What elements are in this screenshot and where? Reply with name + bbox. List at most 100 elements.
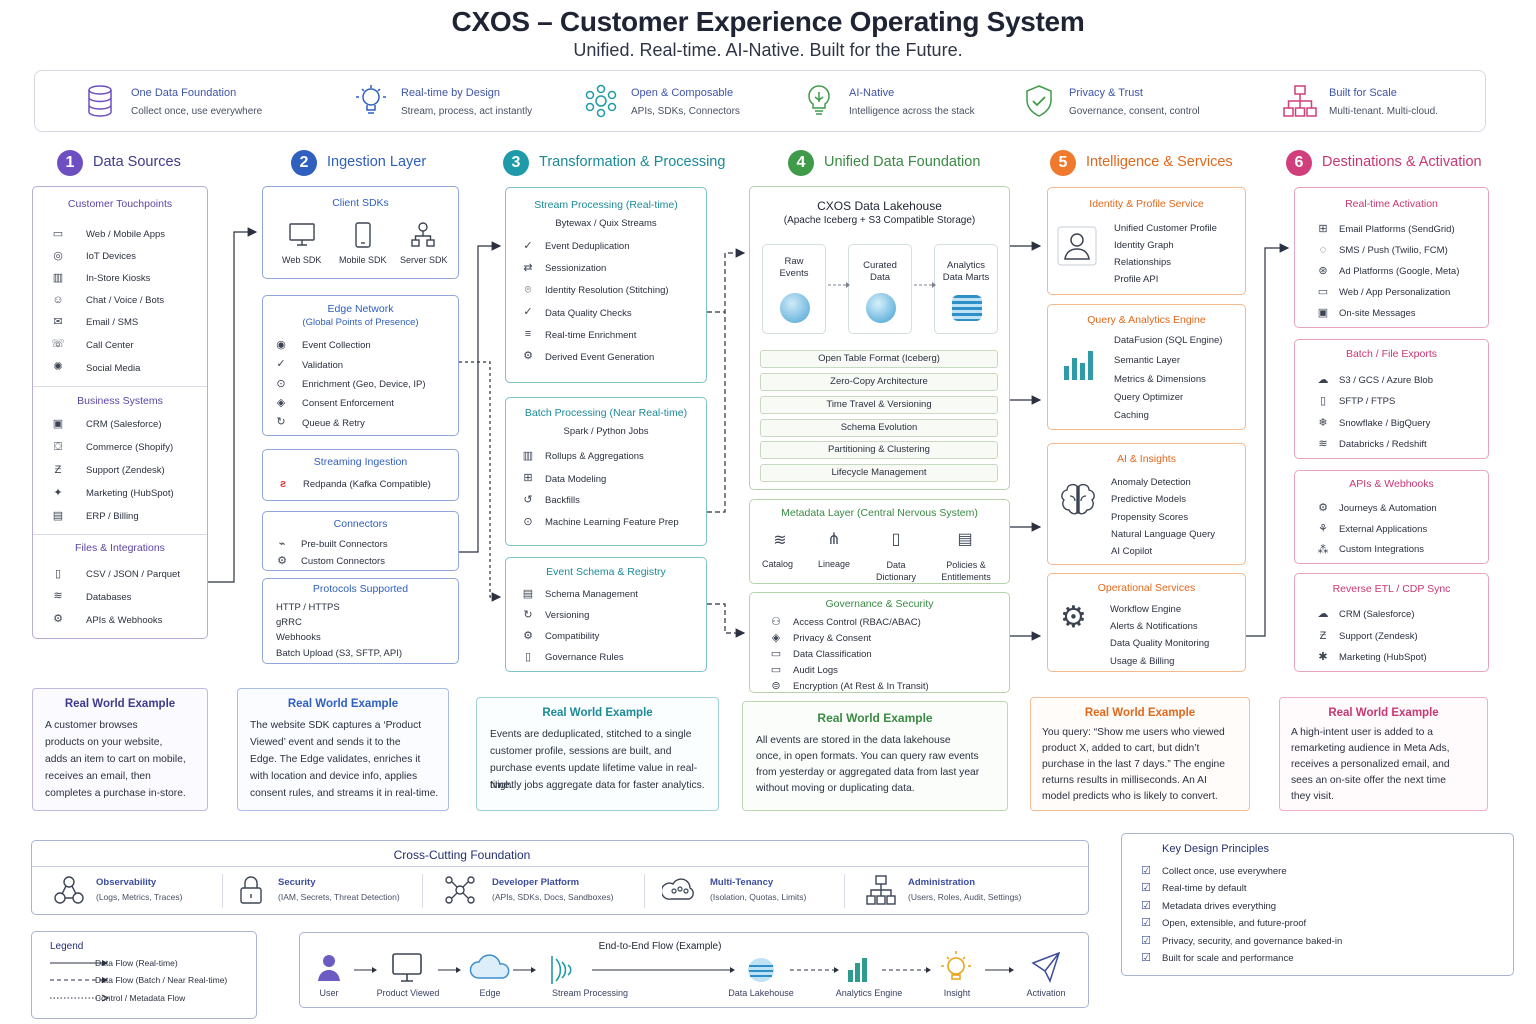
web-sdk-icon (289, 223, 315, 246)
flow-step-label: Stream Processing (551, 988, 629, 998)
schema-item: Compatibility (545, 631, 600, 642)
location-pin-icon: ⊙ (276, 378, 286, 390)
query-item: Metrics & Dimensions (1114, 374, 1206, 385)
business-systems-title: Business Systems (77, 395, 163, 407)
brain-icon (1061, 483, 1095, 515)
pillar-title: AI-Native (849, 87, 895, 99)
lakehouse-feature: Open Table Format (Iceberg) (760, 350, 998, 368)
user-profile-icon (1057, 226, 1097, 266)
gear-icon: ⚙ (1060, 601, 1087, 634)
commerce-icon: ⛋ (53, 441, 63, 453)
ops-item: Usage & Billing (1110, 656, 1175, 667)
padlock-icon (240, 876, 262, 904)
sftp-icon: ▯ (1319, 395, 1327, 407)
collect-icon: ◉ (276, 339, 286, 351)
example-card-destinations: Real World Example A high-intent user is… (1279, 697, 1488, 811)
destination-item: SFTP / FTPS (1339, 396, 1396, 407)
streaming-ingestion-title: Streaming Ingestion (313, 456, 408, 468)
query-item: Query Optimizer (1114, 392, 1184, 403)
source-item: IoT Devices (86, 251, 136, 262)
source-item: Web / Mobile Apps (86, 229, 166, 240)
ai-item: Predictive Models (1111, 494, 1186, 505)
pillar-title: Real-time by Design (401, 87, 501, 99)
realtime-activation-box: Real-time Activation ⊞ Email Platforms (… (1294, 187, 1489, 328)
source-item: Chat / Voice / Bots (86, 295, 165, 306)
ai-insights-box: AI & Insights Anomaly Detection Predicti… (1047, 443, 1246, 565)
metadata-item: Policies & Entitlements (941, 560, 991, 582)
schema-item: Governance Rules (545, 652, 624, 663)
example-title: Real World Example (1328, 707, 1439, 719)
governance-item: Data Classification (793, 649, 872, 660)
schema-icon: ▤ (522, 588, 534, 600)
destination-item: Snowflake / BigQuery (1339, 418, 1431, 429)
example-line: customer profile, sessions are built, an… (490, 746, 672, 757)
source-item: In-Store Kiosks (86, 273, 151, 284)
destination-item: S3 / GCS / Azure Blob (1339, 375, 1433, 386)
shield-icon: ◈ (276, 397, 286, 409)
org-chart-icon (1283, 85, 1317, 117)
envelope-icon: ✉ (53, 316, 63, 328)
analytics-bars-icon (848, 958, 867, 982)
identity-item: Unified Customer Profile (1114, 223, 1217, 234)
ai-item: Anomaly Detection (1111, 477, 1191, 488)
arrow-batch-to-lakehouse (707, 312, 726, 513)
stream-wave-icon (551, 956, 572, 984)
lakehouse-title: CXOS Data Lakehouse (817, 199, 942, 213)
page-title: CXOS – Customer Experience Operating Sys… (451, 6, 1085, 37)
iot-icon: ◎ (53, 250, 63, 262)
protocols-title: Protocols Supported (312, 583, 409, 595)
apis-webhooks-box: APIs & Webhooks ⚙ Journeys & Automation … (1294, 470, 1489, 564)
client-sdks-box: Client SDKs Web SDK Mobile SDK Server SD… (262, 186, 459, 279)
identity-item: Relationships (1114, 257, 1172, 268)
section-label: Intelligence & Services (1086, 154, 1233, 170)
operational-services-box: Operational Services ⚙ Workflow Engine A… (1047, 573, 1246, 672)
lakehouse-feature: Zero-Copy Architecture (760, 373, 998, 391)
zendesk-icon: Ƶ (1319, 630, 1327, 642)
batch-item: Data Modeling (545, 474, 607, 485)
stage-label: Curated Data (863, 260, 897, 283)
source-item: CSV / JSON / Parquet (86, 569, 180, 580)
redpanda-icon: ƨ (279, 478, 287, 490)
section-label: Unified Data Foundation (824, 154, 981, 170)
snowflake-icon: ❄ (1318, 417, 1328, 429)
destination-item: Web / App Personalization (1339, 287, 1451, 298)
principle-item: Privacy, security, and governance baked-… (1162, 936, 1343, 947)
checkbox-icon: ☑ (1141, 865, 1151, 877)
source-item: APIs & Webhooks (86, 615, 163, 626)
cross-cutting-foundation: Cross-Cutting Foundation Observability (… (31, 840, 1089, 915)
user-icon (318, 955, 340, 981)
example-line: once, in open formats. You can query raw… (756, 751, 979, 762)
governance-box: Governance & Security ⚇ Access Control (… (749, 592, 1010, 693)
session-icon: ⇄ (523, 262, 533, 274)
database-icon: ≋ (53, 590, 63, 602)
destination-item: Databricks / Redshift (1339, 439, 1427, 450)
edge-network-subtitle: (Global Points of Presence) (302, 317, 419, 328)
flow-step-label: Product Viewed (376, 988, 440, 998)
arrow-ingestion-to-schema (459, 361, 502, 602)
bar-chart-icon (1064, 351, 1093, 380)
crosscut-sub: (Users, Roles, Audit, Settings) (908, 892, 1022, 902)
versioning-icon: ↻ (523, 609, 533, 621)
ops-item: Workflow Engine (1110, 604, 1182, 615)
cloud-icon (469, 954, 510, 979)
pillar-subtitle: Stream, process, act instantly (401, 106, 533, 117)
legend-item: Control / Metadata Flow (95, 993, 186, 1003)
arrow-intelligence-to-destinations (1246, 243, 1290, 637)
stream-item: Sessionization (545, 263, 607, 274)
realtime-activation-title: Real-time Activation (1345, 198, 1438, 210)
analytics-marts-icon (952, 295, 982, 321)
apis-webhooks-title: APIs & Webhooks (1349, 478, 1434, 490)
edge-item: Consent Enforcement (302, 398, 394, 409)
key-design-principles: Key Design Principles ☑ Collect once, us… (1121, 833, 1514, 976)
data-lakehouse-icon (748, 958, 774, 982)
example-line: product X, added to cart, but didn’t (1042, 743, 1200, 754)
example-line: Edge. The Edge validates, enriches it (250, 754, 421, 765)
stream-processing-box: Stream Processing (Real-time) Bytewax / … (505, 187, 707, 383)
paper-plane-icon (1031, 951, 1061, 983)
checkbox-icon: ☑ (1141, 882, 1151, 894)
multi-tenancy-icon (662, 878, 694, 900)
section-label: Ingestion Layer (327, 154, 427, 170)
crosscut-name: Observability (96, 877, 157, 888)
crosscut-name: Developer Platform (492, 877, 580, 888)
example-card-transformation: Real World Example Events are deduplicat… (476, 697, 719, 811)
